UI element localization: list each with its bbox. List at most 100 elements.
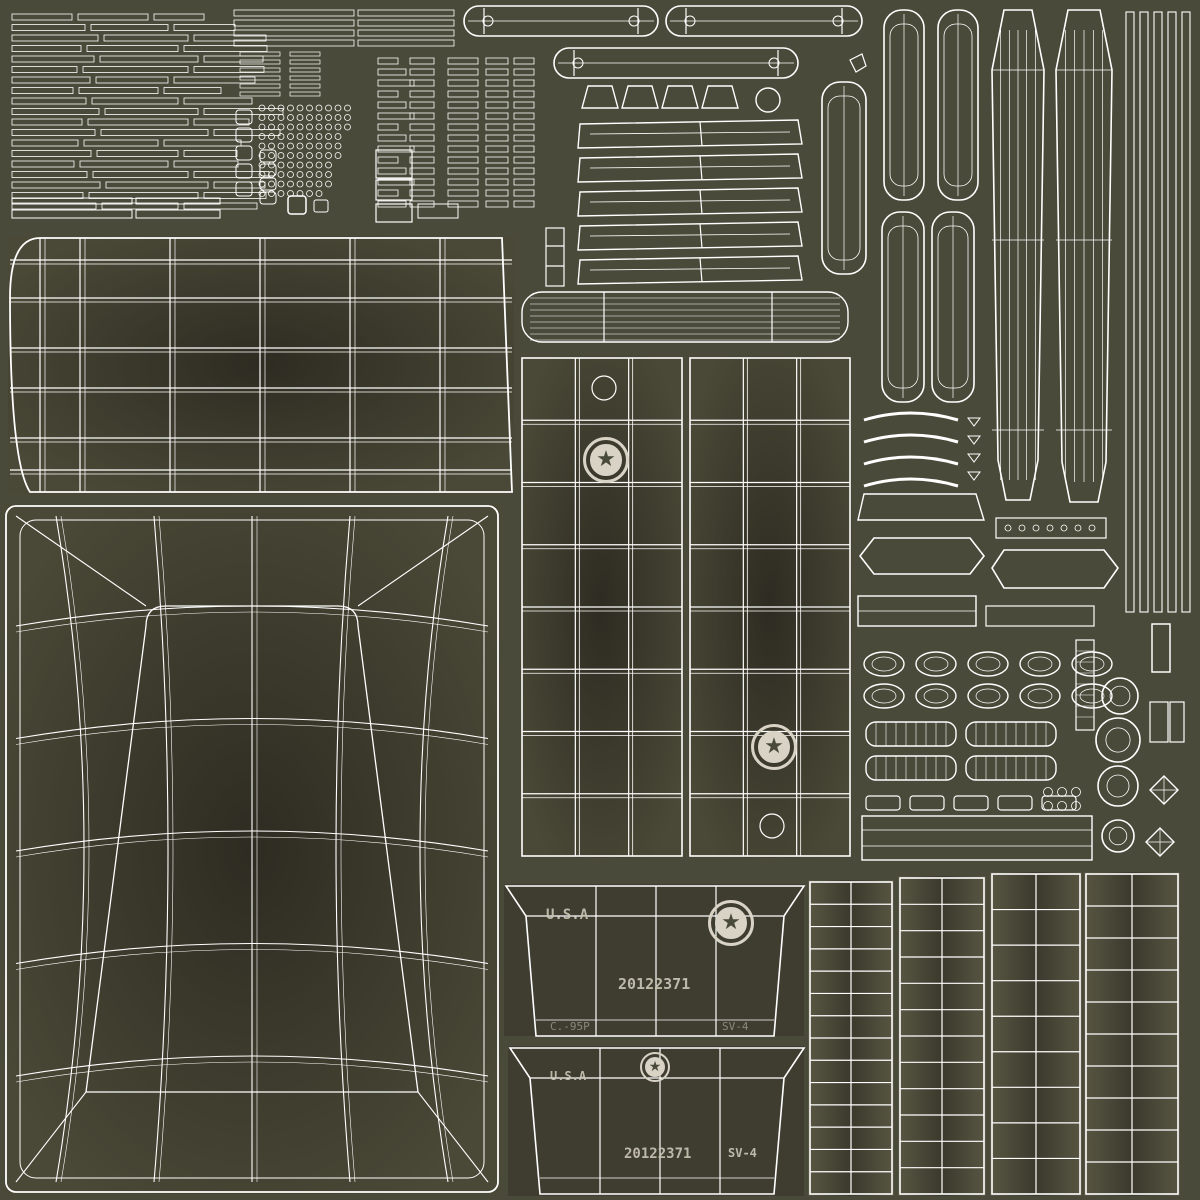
bolt-island [306,114,313,121]
bolt-island [296,180,304,188]
hardware-island [377,178,415,186]
rail-island [1055,9,1113,503]
uv-strip [83,139,159,147]
bolt-island [325,142,332,150]
hardware-island [377,101,407,109]
capsule-island [881,211,925,403]
bolt-island [315,190,323,197]
hardware-island [513,79,535,87]
ring-island [871,656,897,672]
uv-strip [357,9,455,17]
uv-strip [153,13,205,21]
uv-strip [193,171,270,178]
hardware-island [409,123,435,131]
hardware-island [447,79,479,87]
ring-island [1019,683,1061,709]
hardware-island [447,90,479,98]
strap-island [577,119,803,149]
arc-island [863,411,959,422]
bolt-island [277,104,285,112]
bolt-island [315,180,323,188]
hardware-island [485,123,509,131]
hardware-island [377,57,399,65]
bolt-island [277,142,285,150]
strap-island [857,493,985,521]
strap-island [861,815,1093,861]
star-in-circle-icon: ★ [583,437,629,483]
uv-strip [11,160,75,168]
arc-island [967,453,981,463]
star-in-circle-icon: ★ [751,724,797,770]
bolt-island [325,123,332,131]
uv-strip [289,91,321,97]
wheel-icon [1109,685,1131,707]
spring-island [965,755,1057,781]
star-in-circle-icon: ★ [640,1052,670,1082]
hardware-island [409,68,435,76]
arc-island [863,477,959,488]
clip-island [865,795,901,811]
bolt-island [315,123,323,131]
bolt-island [287,195,307,215]
hardware-island [447,101,479,109]
bolt-island [306,161,313,169]
hardware-island [485,167,509,175]
bolt-island [268,180,275,188]
bolt-island [287,123,294,131]
uv-strip [11,76,91,84]
uv-strip [135,209,221,219]
ring-island [1079,688,1105,704]
bolt-island [258,171,266,178]
uv-strip [100,129,209,136]
hardware-island [485,156,509,164]
code-marking-lower: SV-4 [728,1146,757,1160]
hardware-island [485,112,509,120]
trapezoid-island [581,85,619,109]
hardware-island [375,179,413,201]
strap-island [577,255,803,285]
uv-strip [11,150,92,157]
ring-island [1027,656,1053,672]
uv-strip [11,171,88,178]
handle-island [553,47,799,79]
bolt-island [258,180,266,188]
pin-island [1149,701,1169,743]
bolt-island [287,180,294,188]
bolt-island [258,104,266,112]
uv-strip [78,87,159,94]
uv-strip [82,66,189,73]
bolt-island [287,104,294,112]
bolt-island [325,114,332,121]
arc-island [967,417,981,427]
spring-island [965,721,1057,747]
bolt-island [334,152,342,159]
bolt-island [306,171,313,178]
hardware-island [409,57,435,65]
bolt-island [258,190,266,197]
uv-strip [239,67,281,73]
hardware-island [513,68,535,76]
uv-strip [101,202,179,210]
bolt-island [325,180,332,188]
bolt-island [287,161,294,169]
bolt-island [344,104,351,112]
shell-curve [340,515,356,1183]
hardware-island [485,90,509,98]
uv-strip [11,45,82,52]
shell-curve [153,515,169,1183]
hardware-island [409,134,435,142]
shell-curve [158,515,174,1183]
bolt-island [287,114,294,121]
uv-strip [357,19,455,27]
spring-island [865,721,957,747]
bolt-island [1060,524,1068,532]
uv-strip [203,192,267,199]
uv-strip [213,129,281,136]
bolt-island [235,163,253,179]
uv-strip [357,39,455,47]
hardware-island [447,189,479,197]
handle-island [463,5,659,37]
shell-inner [85,605,419,1093]
handle-island [665,5,863,37]
rail-island [1139,11,1149,613]
